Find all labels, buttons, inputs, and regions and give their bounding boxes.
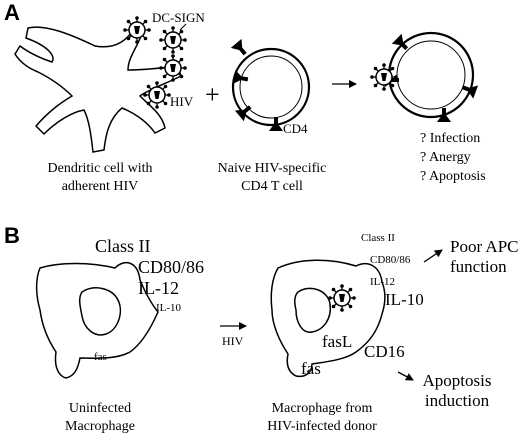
infected-fas: fas: [301, 359, 321, 378]
outcome-t-cell-inner-membrane: [396, 40, 466, 110]
poor-apc-arrow: [423, 249, 443, 263]
infected-fasl: fasL: [322, 332, 352, 351]
infected-nucleus: [293, 287, 332, 333]
hiv-virion-icon: [369, 62, 399, 92]
hiv-virion-icon: [158, 25, 188, 55]
hiv-virion-icon: [122, 15, 152, 45]
dc-sign-pointer: [179, 23, 187, 31]
outcome-anergy: ? Anergy: [420, 150, 471, 165]
uninfected-cd80: CD80/86: [138, 257, 204, 277]
dc-caption-line2: adherent HIV: [62, 179, 139, 194]
infected-il12: IL-12: [370, 276, 395, 288]
t-cell-caption-line2: CD4 T cell: [241, 179, 303, 194]
hiv-virion-icon: [327, 283, 357, 313]
hiv-label: HIV: [170, 94, 194, 109]
cd4-label: CD4: [283, 121, 308, 136]
t-cell-inner-membrane: [239, 55, 303, 119]
dc-caption-line1: Dendritic cell with: [48, 161, 153, 176]
infected-class2: Class II: [361, 232, 395, 244]
infected-caption-line2: HIV-infected donor: [267, 419, 377, 434]
hiv-virion-icon: [142, 80, 172, 110]
uninfected-nucleus: [78, 287, 122, 336]
panel-a-letter: A: [4, 0, 20, 25]
infected-cd80: CD80/86: [370, 254, 411, 266]
naive-t-cell: [231, 47, 311, 127]
infection-arrow-label: HIV: [222, 334, 244, 348]
apoptosis-line2: induction: [425, 391, 490, 410]
uninfected-il12: IL-12: [138, 278, 179, 298]
infected-caption-line1: Macrophage from: [272, 401, 373, 416]
infected-il10: IL-10: [385, 290, 424, 309]
infected-cd16: CD16: [364, 342, 405, 361]
dc-sign-label: DC-SIGN: [152, 10, 205, 25]
plus-sign: +: [205, 80, 220, 109]
dendritic-cell: [14, 26, 182, 153]
hiv-virion-icon: [158, 53, 188, 83]
cd4-receptor-icon: [230, 38, 251, 59]
poor-apc-line1: Poor APC: [450, 237, 519, 256]
uninfected-il10: IL-10: [156, 302, 182, 314]
apoptosis-arrow: [397, 371, 414, 381]
uninfected-caption-line1: Uninfected: [69, 401, 131, 416]
apoptosis-line1: Apoptosis: [423, 371, 492, 390]
panel-b-letter: B: [4, 223, 20, 248]
uninfected-class2: Class II: [95, 236, 151, 256]
poor-apc-line2: function: [450, 257, 507, 276]
t-cell-caption-line1: Naive HIV-specific: [218, 161, 327, 176]
outcome-apoptosis: ? Apoptosis: [420, 169, 486, 184]
uninfected-caption-line2: Macrophage: [65, 419, 135, 434]
outcome-infection: ? Infection: [420, 131, 480, 146]
uninfected-fas: fas: [94, 351, 107, 363]
